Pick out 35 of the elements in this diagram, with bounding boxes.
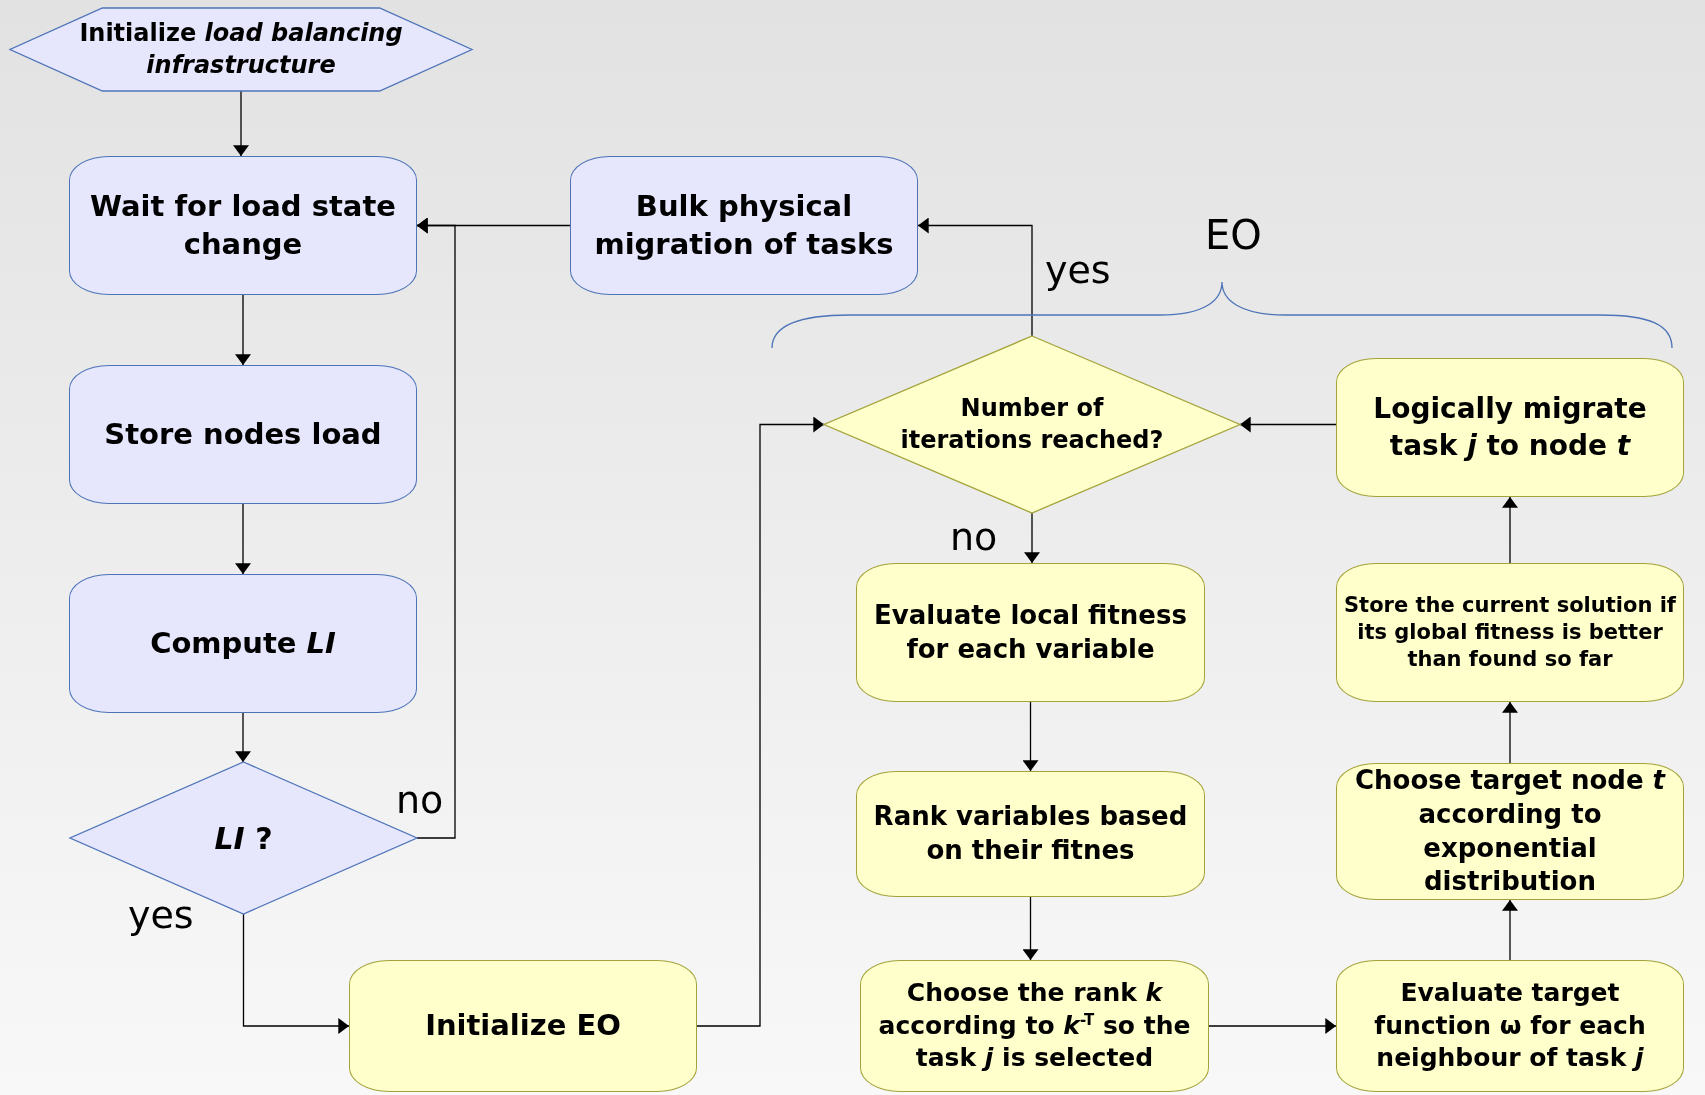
arrow <box>917 217 1033 337</box>
arrow <box>1022 896 1039 961</box>
arrow <box>1502 899 1518 961</box>
brace-label: EO <box>1205 212 1262 258</box>
process-box: Choose target node t according to exponential distribution <box>1336 763 1684 900</box>
arrow <box>235 712 251 763</box>
arrow <box>416 217 571 234</box>
edge-label: no <box>396 778 444 822</box>
edge-label: yes <box>128 893 194 937</box>
arrow <box>696 416 825 1027</box>
process-box: Rank variables based on their fitnes <box>856 771 1205 897</box>
process-box: Initialize EO <box>349 960 697 1092</box>
arrow <box>1239 416 1337 433</box>
process-box: Logically migrate task j to node t <box>1336 358 1684 497</box>
process-box: Compute LI <box>69 574 417 713</box>
decision-diamond: Number of iterations reached? <box>824 336 1240 513</box>
edge-label: no <box>950 515 998 559</box>
arrow <box>235 503 251 575</box>
process-box: Evaluate target function ω for each neighbour of task j <box>1336 960 1684 1092</box>
process-box: Bulk physical migration of tasks <box>570 156 918 295</box>
arrow <box>235 294 251 366</box>
arrow <box>1502 496 1518 564</box>
process-box: Store the current solution if its global fitness is better than found so far <box>1336 563 1684 702</box>
arrow <box>1022 701 1039 772</box>
process-box: Wait for load state change <box>69 156 417 295</box>
process-box: Choose the rank k according to k$^{-T}$ so the task j is selected <box>860 960 1209 1092</box>
arrow <box>1208 1018 1337 1034</box>
process-box: Evaluate local fitness for each variable <box>856 563 1205 702</box>
edge-label: yes <box>1045 248 1111 292</box>
arrow <box>1502 701 1518 764</box>
process-box: Store nodes load <box>69 365 417 504</box>
start-hexagon: Initialize load balancing infrastructure <box>10 8 472 91</box>
arrow <box>233 90 249 157</box>
arrow <box>242 913 350 1034</box>
arrow <box>1024 512 1040 564</box>
